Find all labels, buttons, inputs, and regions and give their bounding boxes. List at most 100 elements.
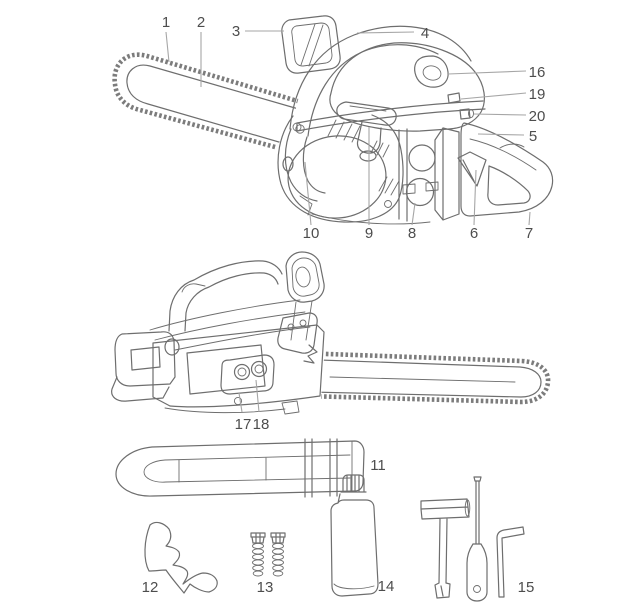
fuel-cap-recess <box>414 55 449 88</box>
fuel-cap-2 <box>164 338 180 356</box>
bar-mount-bracket <box>277 312 318 354</box>
callout-1: 1 <box>162 14 170 31</box>
engine-body-fill <box>274 24 555 229</box>
vent-slots-upper <box>327 119 361 143</box>
top-view-chainsaw <box>112 15 555 229</box>
leader-20 <box>473 113 527 116</box>
callout-13: 13 <box>257 579 274 596</box>
handle-bolt <box>292 122 302 132</box>
rear-handle-2-foot <box>111 376 170 402</box>
bar-cover <box>115 440 365 497</box>
callout-9: 9 <box>365 225 373 242</box>
leader-lines <box>165 30 531 413</box>
chain-catcher-hole <box>233 396 243 406</box>
callout-20: 20 <box>529 108 546 125</box>
body-fill-2 <box>111 249 331 411</box>
choke-latch <box>447 92 461 104</box>
t-wrench <box>420 498 470 599</box>
callout-2: 2 <box>197 14 205 31</box>
top-handle-band <box>168 260 283 332</box>
callout-3: 3 <box>232 23 240 40</box>
front-hand-guard-divider <box>300 23 324 67</box>
saw-chain <box>112 52 305 156</box>
leader-17 <box>238 392 243 413</box>
bottle-cap <box>340 474 367 493</box>
callout-5: 5 <box>529 128 537 145</box>
bar-nut-right-inner <box>254 364 264 374</box>
hand-guard-2-hole <box>295 266 311 288</box>
bar-cover-dividers <box>178 457 267 483</box>
cylinder-cover <box>329 42 485 132</box>
rear-handle <box>460 122 554 217</box>
callout-12: 12 <box>142 579 159 596</box>
cylinder-seams <box>149 283 311 351</box>
brake-lever <box>336 101 397 126</box>
hand-guard-2-posts <box>290 300 313 341</box>
saw-chain-2 <box>271 349 551 405</box>
leader-16 <box>447 70 527 75</box>
starter-bolt <box>295 124 305 134</box>
bumper-teeth <box>303 344 318 364</box>
clutch-cover-2 <box>152 324 325 408</box>
bar-nut-right <box>250 360 268 378</box>
bolt-2-coil <box>272 564 284 572</box>
vent-slots-mid <box>370 140 390 158</box>
callout-15: 15 <box>518 579 535 596</box>
guide-bar-2 <box>261 357 542 398</box>
guide-bar-groove <box>329 376 516 383</box>
callout-11: 11 <box>370 457 386 474</box>
tensioner-slots <box>402 181 439 195</box>
middle-view-chainsaw <box>111 249 551 415</box>
brake-lever-foot <box>359 150 377 162</box>
leader-18 <box>255 379 260 413</box>
rear-handle-cutout <box>487 165 531 206</box>
leader-4 <box>356 31 415 34</box>
callout-4: 4 <box>421 25 429 42</box>
spike-notch <box>457 151 487 187</box>
bolt-1-coil <box>252 542 264 550</box>
cover-screw <box>384 200 392 208</box>
bolt-1 <box>250 532 266 577</box>
callout-8: 8 <box>408 225 416 242</box>
tool-kit <box>420 476 525 602</box>
bolt-2-coil <box>272 542 284 550</box>
bar-nut-left <box>233 363 251 381</box>
guide-bar <box>126 64 303 148</box>
bolt-2-coil <box>272 548 284 555</box>
fuel-cap <box>422 65 442 81</box>
hand-guard-2-inner <box>291 257 320 297</box>
vent-slots-lower <box>378 176 400 196</box>
leader-5 <box>477 133 525 136</box>
bolt-1-coil <box>252 548 264 555</box>
bolt-2 <box>270 532 286 577</box>
primer-knob <box>459 108 471 120</box>
bolt-1-head <box>250 532 266 544</box>
oil-bottle <box>330 474 379 597</box>
brake-lever-stem <box>356 121 382 154</box>
bolt-1-coil <box>252 559 264 566</box>
screwdriver <box>466 476 488 602</box>
sprocket-hole <box>408 144 436 172</box>
oiler-cap <box>282 156 294 172</box>
callout-14: 14 <box>378 578 395 595</box>
primer-knob-cap <box>468 109 474 118</box>
callout-labels: 1 2 3 4 16 19 20 5 10 9 8 6 7 17 18 11 1… <box>142 14 546 596</box>
callout-7: 7 <box>525 225 533 242</box>
leader-10 <box>304 161 312 226</box>
leader-1 <box>165 31 170 63</box>
bolt-2-head <box>270 532 286 544</box>
bar-cover-inner <box>143 454 351 483</box>
callout-10: 10 <box>303 225 320 242</box>
bolt-1-coil <box>252 553 264 561</box>
rear-handle-2 <box>114 331 176 387</box>
callout-16: 16 <box>529 64 546 81</box>
bolt-2-coil <box>272 559 284 566</box>
bolt-2-coil <box>272 553 284 561</box>
bar-nut-left-inner <box>237 367 247 377</box>
bolt-1-coil <box>252 564 264 572</box>
front-handle-outer <box>289 25 472 130</box>
tensioner-disc <box>405 177 435 207</box>
leader-19 <box>460 92 527 100</box>
